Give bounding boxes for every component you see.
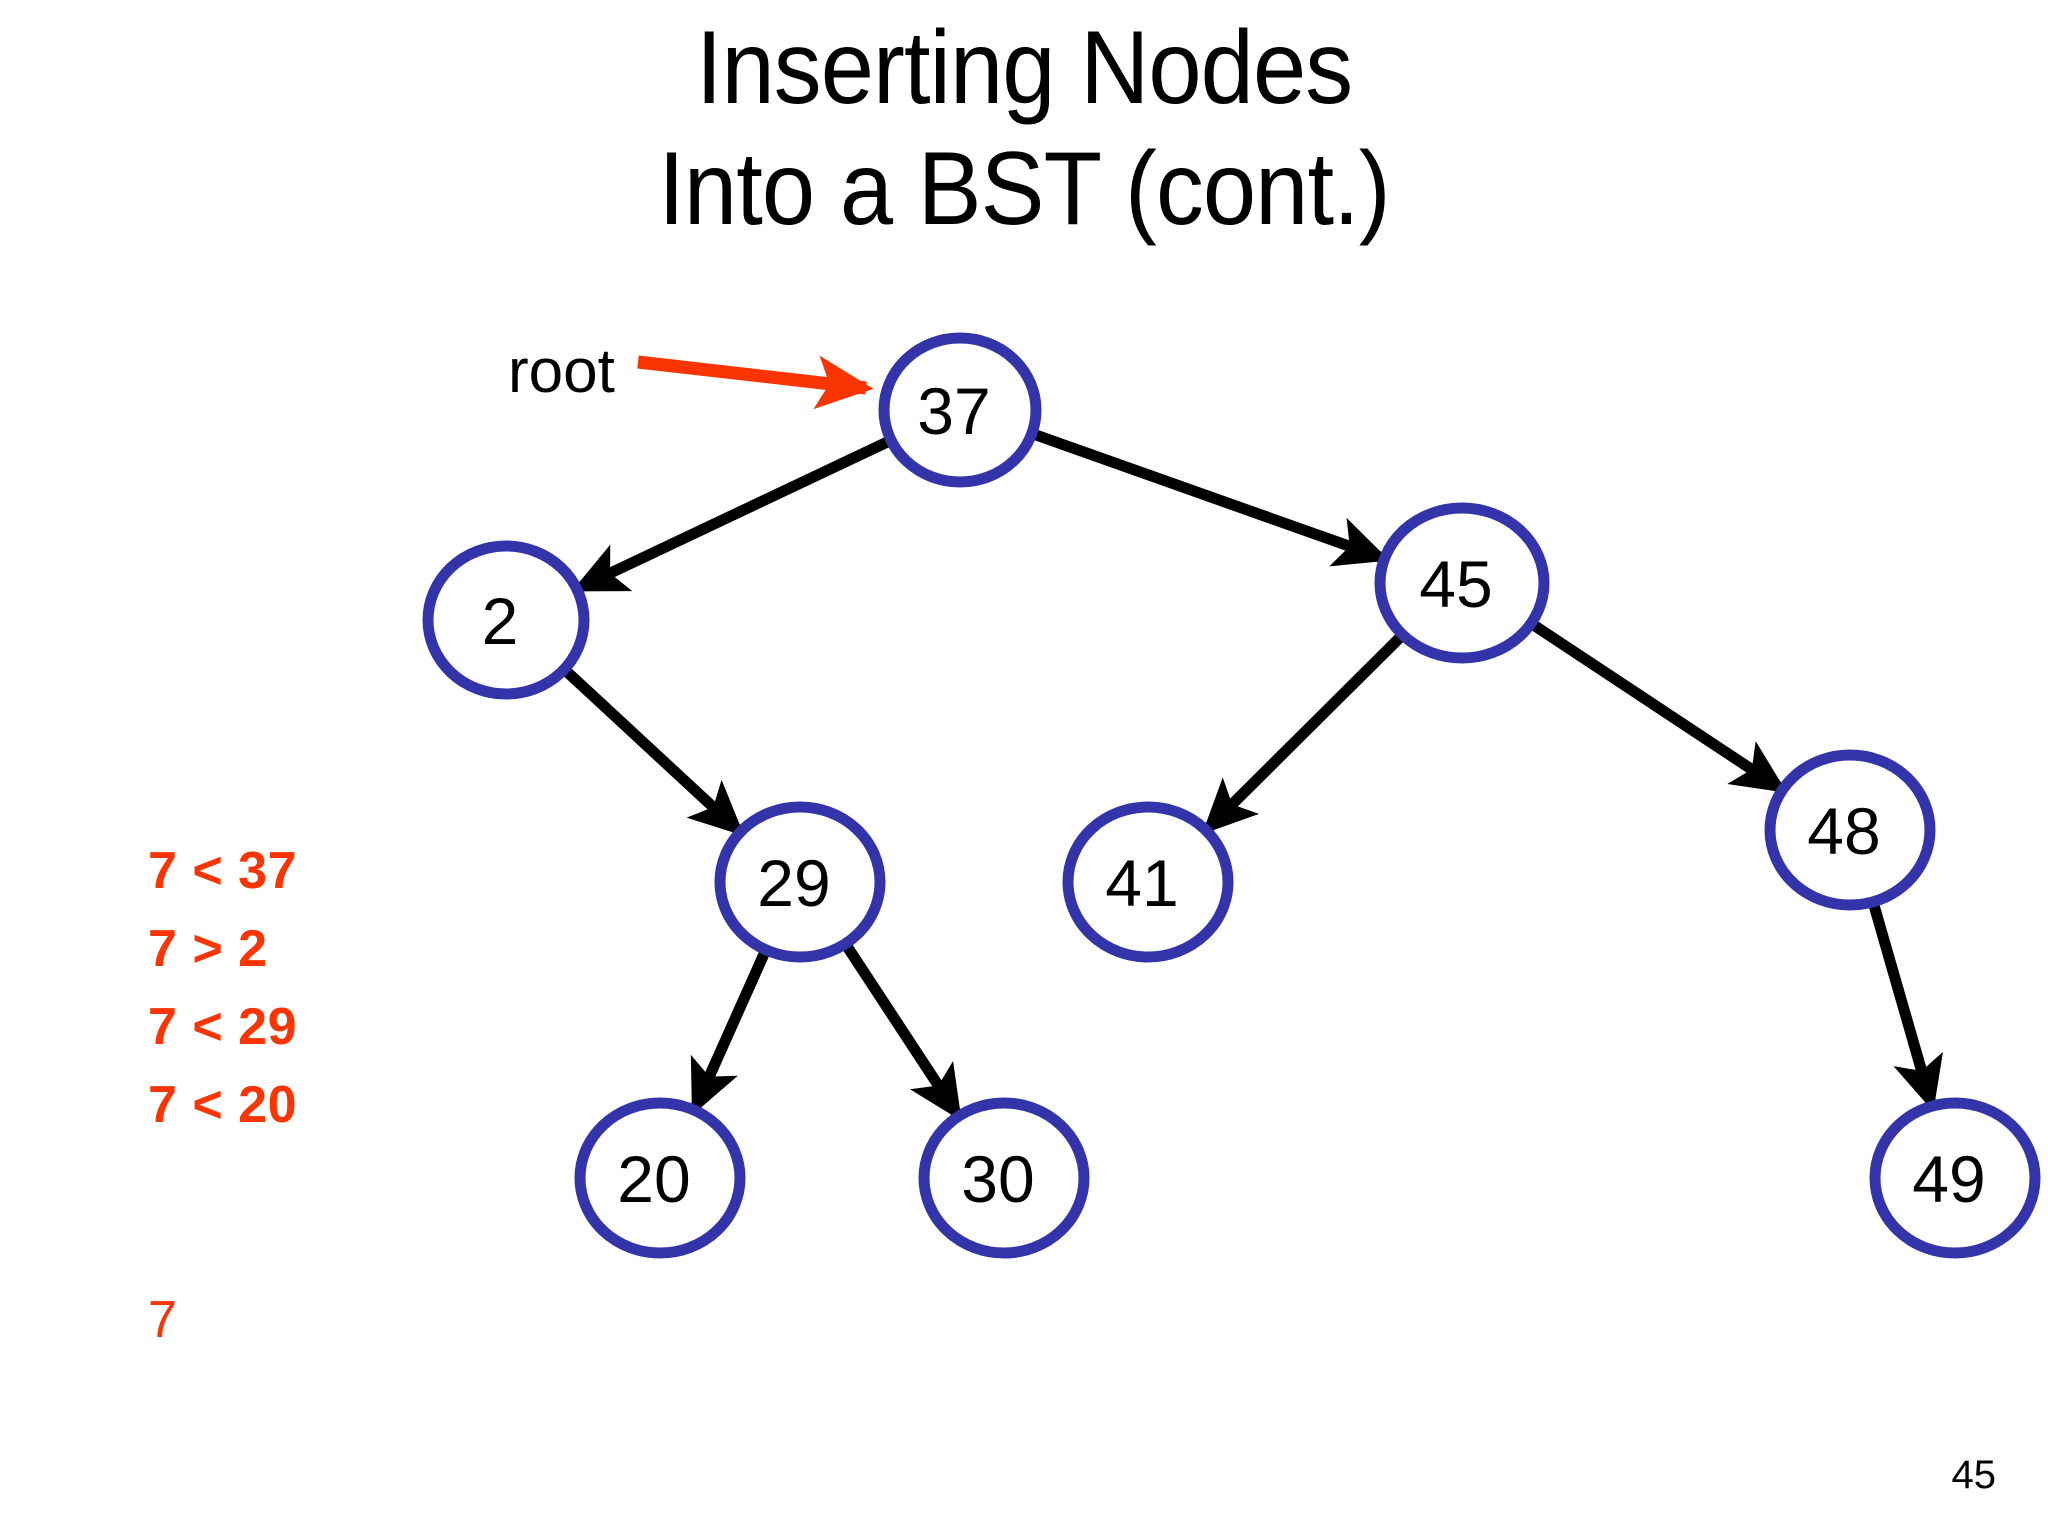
tree-node-37[interactable]: 37 — [878, 332, 1042, 488]
comparison-line: 7 < 20 — [148, 1076, 298, 1134]
page-number: 45 — [1951, 1453, 1997, 1497]
comparison-list: 7 < 37 7 > 2 7 < 29 7 < 20 — [148, 832, 568, 1144]
node-value: 2 — [482, 584, 519, 658]
root-pointer-label: root — [508, 337, 615, 406]
title-line-1: Inserting Nodes — [695, 10, 1353, 126]
root-pointer-group: root — [508, 337, 874, 410]
tree-node-45[interactable]: 45 — [1374, 502, 1550, 664]
edge-29-to-30 — [839, 939, 963, 1121]
edge-37-to-45 — [1028, 427, 1390, 567]
tree-node-49[interactable]: 49 — [1869, 1097, 2041, 1259]
edge-29-to-20 — [689, 946, 772, 1116]
tree-node-2[interactable]: 2 — [422, 540, 590, 700]
node-circle — [1869, 1097, 2041, 1259]
tree-node-30[interactable]: 30 — [918, 1097, 1090, 1259]
node-circle — [574, 1097, 746, 1259]
node-value: 37 — [917, 374, 990, 448]
tree-node-48[interactable]: 48 — [1764, 749, 1936, 911]
title-line-2: Into a BST (cont.) — [658, 130, 1390, 247]
node-circle — [714, 801, 886, 963]
node-value: 48 — [1807, 794, 1880, 868]
node-circle — [422, 540, 590, 700]
edge-45-to-41 — [1202, 629, 1408, 835]
insert-value-text: 7 — [148, 1291, 177, 1349]
edge-45-to-48 — [1526, 617, 1788, 794]
root-arrow-icon — [637, 355, 874, 410]
node-value: 20 — [617, 1142, 690, 1216]
node-value: 41 — [1105, 846, 1178, 920]
edge-37-to-2 — [571, 434, 895, 594]
node-circle — [918, 1097, 1090, 1259]
edge-layer — [559, 427, 1943, 1121]
node-circle — [1764, 749, 1936, 911]
comparison-line: 7 < 29 — [148, 998, 298, 1056]
tree-node-29[interactable]: 29 — [714, 801, 886, 963]
node-value: 49 — [1912, 1142, 1985, 1216]
edge-48-to-49 — [1867, 898, 1943, 1112]
node-circle — [878, 332, 1042, 488]
node-value: 30 — [961, 1142, 1034, 1216]
tree-node-20[interactable]: 20 — [574, 1097, 746, 1259]
tree-node-41[interactable]: 41 — [1062, 801, 1234, 963]
edge-2-to-29 — [559, 664, 745, 836]
page-title: Inserting Nodes Into a BST (cont.) — [0, 8, 2048, 249]
node-value: 29 — [757, 846, 830, 920]
node-layer: 37 2 45 29 41 48 20 30 49 — [422, 332, 2041, 1259]
comparison-line: 7 > 2 — [148, 920, 268, 978]
node-circle — [1374, 502, 1550, 664]
node-circle — [1062, 801, 1234, 963]
comparison-line: 7 < 37 — [148, 842, 298, 900]
node-value: 45 — [1419, 547, 1492, 621]
